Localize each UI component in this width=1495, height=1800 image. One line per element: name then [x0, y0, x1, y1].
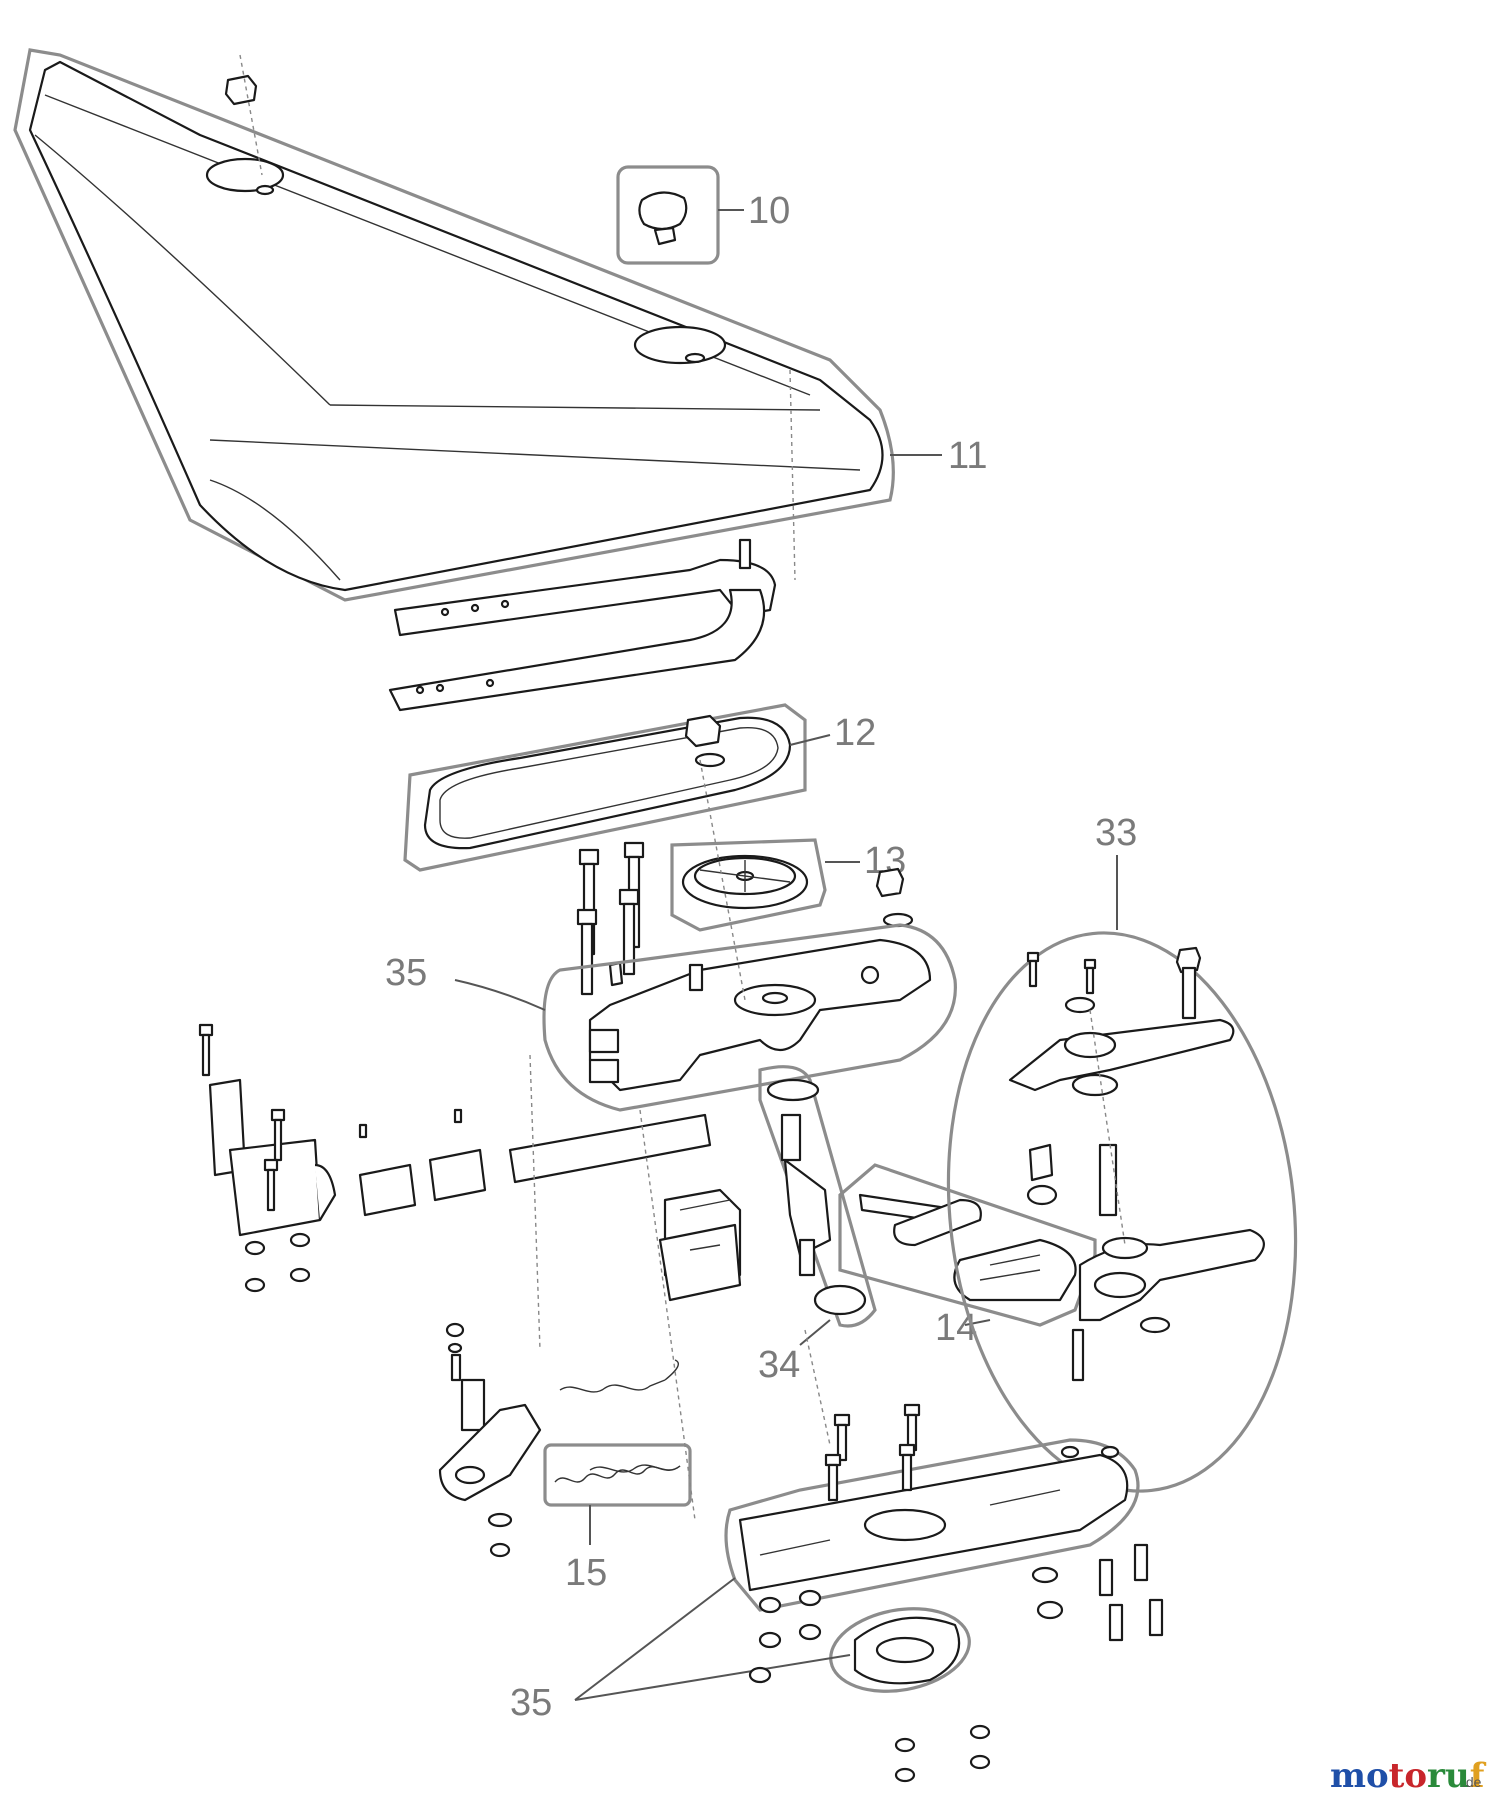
part-33-blade-holder: [946, 855, 1298, 1493]
callout-35-top: 35: [385, 952, 427, 994]
part-12-belt: [403, 703, 831, 872]
bolts-set-top: [576, 841, 914, 996]
callout-15: 15: [565, 1552, 607, 1594]
lever-and-springs: [438, 1322, 681, 1558]
bracket-arms: [388, 538, 777, 712]
callout-35-bottom: 35: [510, 1682, 552, 1724]
motoruf-logo: motoruf .de: [1330, 1756, 1487, 1796]
block-housing: [658, 1188, 742, 1302]
callout-14: 14: [935, 1307, 977, 1349]
part-13-pulley: [670, 838, 860, 932]
callout-12: 12: [834, 712, 876, 754]
part-11-side-cover: [13, 48, 895, 602]
spacers-and-shaft: [358, 1108, 712, 1217]
part-14-clamp-assembly: [838, 1163, 1097, 1327]
part-34-drive-shaft: [758, 1065, 877, 1346]
logo-tld: .de: [1462, 1774, 1482, 1790]
left-mount-bracket: [198, 1023, 337, 1293]
callout-34: 34: [758, 1344, 800, 1386]
part-35-base-plate: [574, 1403, 1164, 1783]
callout-33: 33: [1095, 812, 1137, 854]
part-35-gearbox-housing: [454, 923, 957, 1112]
callout-10: 10: [748, 190, 790, 232]
callout-11: 11: [948, 435, 987, 477]
svg-text:motoruf: motoruf: [1330, 1756, 1487, 1796]
part-15-spring: [543, 1443, 692, 1545]
alignment-lines: [529, 759, 831, 1521]
part-10-knob: [616, 165, 744, 265]
